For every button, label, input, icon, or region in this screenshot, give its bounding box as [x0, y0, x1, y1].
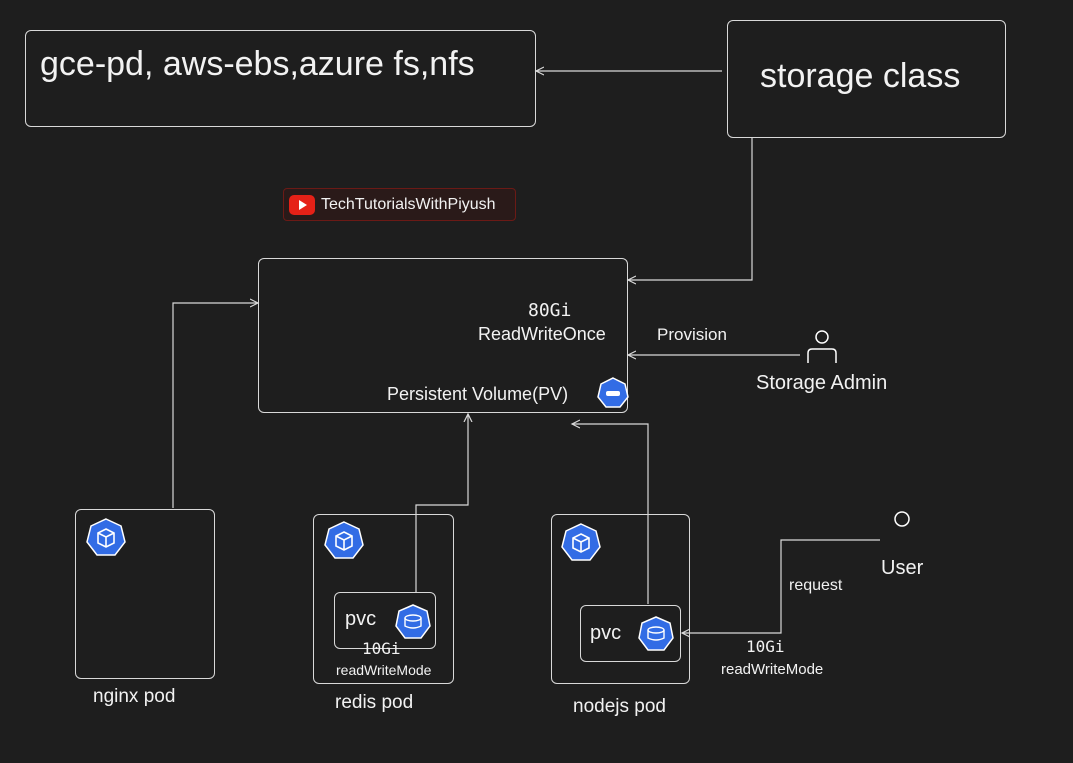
redis-pvc-mode: readWriteMode: [336, 662, 432, 678]
channel-badge: TechTutorialsWithPiyush: [283, 188, 516, 221]
pv-title: Persistent Volume(PV): [387, 384, 569, 404]
user-icon: [894, 511, 910, 527]
user-label: User: [881, 557, 924, 579]
providers-box: [25, 30, 536, 127]
nginx-pod-icon: [86, 518, 126, 556]
redis-pvc-label: pvc: [345, 608, 377, 630]
arrow-storageclass-to-pv: [628, 138, 753, 280]
redis-pvc-icon: [395, 604, 431, 639]
arrow-nginx-to-pv: [172, 303, 258, 508]
pv-capacity: 80Gi: [528, 300, 572, 321]
nodejs-pod-box: [551, 514, 690, 684]
nodejs-pod-label: nodejs pod: [573, 696, 666, 717]
redis-pod-icon: [324, 521, 364, 559]
redis-pvc-size: 10Gi: [362, 639, 401, 658]
nodejs-pvc-mode: readWriteMode: [721, 661, 824, 678]
pv-icon: [597, 377, 629, 408]
nodejs-pod-icon: [561, 523, 601, 561]
channel-name: TechTutorialsWithPiyush: [321, 196, 496, 213]
arrow-user-to-nodejs-pvc: [682, 539, 880, 633]
storage-admin-label: Storage Admin: [756, 372, 888, 394]
nodejs-pvc-icon: [638, 616, 674, 651]
arrow-nodejs-pvc-to-pv: [572, 424, 649, 604]
storage-class-label: storage class: [760, 57, 961, 95]
pv-access-mode: ReadWriteOnce: [478, 324, 606, 344]
nginx-pod-label: nginx pod: [93, 686, 176, 707]
nodejs-pvc-box: [580, 605, 681, 662]
persistent-volume-box: [258, 258, 628, 413]
nodejs-pvc-label: pvc: [590, 622, 622, 644]
providers-label: gce-pd, aws-ebs,azure fs,nfs: [40, 45, 475, 83]
arrow-redis-pvc-to-pv: [415, 414, 468, 592]
youtube-icon: [289, 195, 315, 215]
storage-admin-icon: [807, 330, 837, 363]
redis-pod-box: [313, 514, 454, 684]
provision-label: Provision: [657, 325, 727, 344]
redis-pod-label: redis pod: [335, 692, 414, 713]
nginx-pod-box: [75, 509, 215, 679]
storage-class-box: [727, 20, 1006, 138]
nodejs-pvc-size: 10Gi: [746, 637, 785, 656]
redis-pvc-box: [334, 592, 436, 649]
request-label: request: [789, 577, 843, 594]
